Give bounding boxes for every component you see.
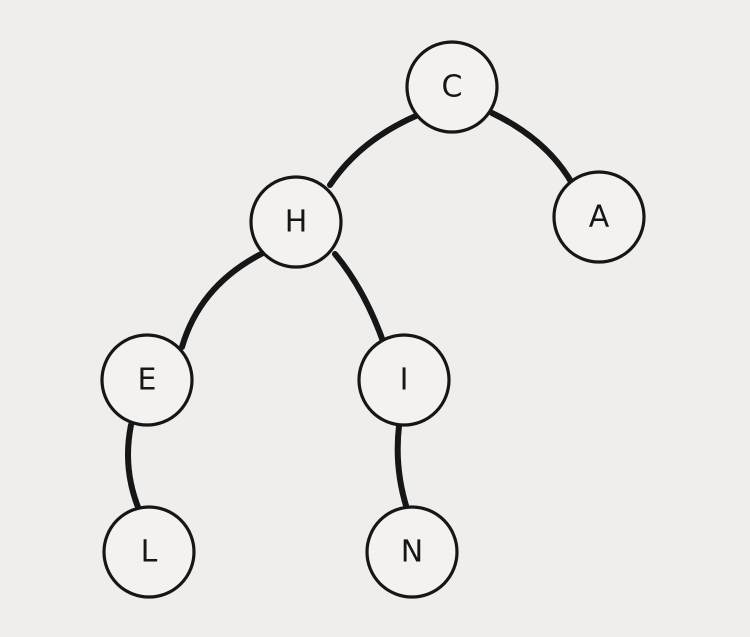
node-l-circle: [102, 505, 196, 599]
node-a-circle: [552, 170, 646, 264]
node-c-circle: [405, 40, 499, 134]
node-c: C: [405, 40, 499, 134]
node-n-label: N: [401, 535, 423, 570]
node-n-circle: [365, 505, 459, 599]
node-e-label: E: [138, 363, 157, 398]
node-i-circle: [357, 333, 451, 427]
edge-c-a: [489, 110, 576, 188]
edge-h-i: [332, 251, 387, 347]
node-i-label: I: [400, 363, 409, 398]
node-h-label: H: [285, 205, 308, 240]
node-e: E: [100, 333, 194, 427]
node-n: N: [365, 505, 459, 599]
node-a: A: [552, 170, 646, 264]
edges: [125, 110, 576, 515]
edge-h-e: [179, 250, 266, 350]
node-h: H: [249, 175, 343, 269]
edge-i-n: [394, 423, 411, 515]
edge-c-h: [327, 112, 421, 188]
edge-e-l: [125, 422, 143, 515]
node-e-circle: [100, 333, 194, 427]
node-l-label: L: [141, 535, 158, 570]
node-i: I: [357, 333, 451, 427]
node-l: L: [102, 505, 196, 599]
node-c-label: C: [442, 70, 463, 105]
node-a-label: A: [589, 200, 610, 235]
node-h-circle: [249, 175, 343, 269]
